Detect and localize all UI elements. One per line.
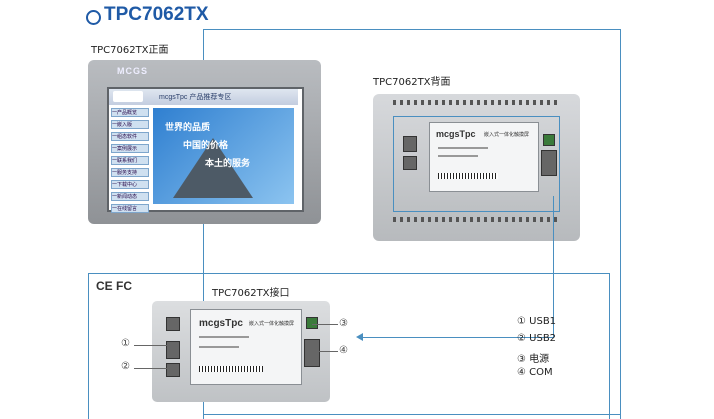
mountain-graphic <box>173 138 253 198</box>
title-bullet-icon <box>86 10 101 25</box>
certification-marks: CE FC <box>96 279 132 293</box>
callout-1: ① <box>121 338 130 349</box>
back-highlight-box <box>393 116 560 212</box>
side-menu-item: 一联系我们 <box>111 156 149 165</box>
callout-4: ④ <box>339 345 348 356</box>
legend-item-usb2: ② USB2 <box>517 333 556 344</box>
usb-port-icon <box>166 317 180 331</box>
nameplate-brand: mcgsTpc <box>199 318 243 329</box>
callout-3: ③ <box>339 318 348 329</box>
back-nameplate: mcgsTpc 嵌入式一体化触摸屏 <box>429 122 539 192</box>
side-menu-item: 一服务支持 <box>111 168 149 177</box>
screen-side-menu: 一产品概览 一嵌入版 一组态软件 一案例展示 一联系我们 一服务支持 一下载中心… <box>111 108 149 213</box>
side-menu-item: 一新闻动态 <box>111 192 149 201</box>
frame-line-right <box>620 29 621 419</box>
nameplate-line <box>199 336 249 338</box>
frame-line-lower-right <box>609 273 610 419</box>
power-connector-icon <box>306 317 318 329</box>
side-menu-item: 一在线留言 <box>111 204 149 213</box>
usb-port-icon <box>166 341 180 359</box>
barcode-icon <box>199 366 263 372</box>
screen-header: mcgsTpc 产品推荐专区 <box>109 89 298 105</box>
legend-item-usb1: ① USB1 <box>517 316 556 327</box>
legend-num: ② <box>517 333 526 344</box>
nameplate-subtitle: 嵌入式一体化触摸屏 <box>484 132 530 138</box>
front-screen: mcgsTpc 产品推荐专区 一产品概览 一嵌入版 一组态软件 一案例展示 一联… <box>107 87 304 213</box>
side-menu-item: 一产品概览 <box>111 108 149 117</box>
legend-num: ① <box>517 316 526 327</box>
legend-num: ③ <box>517 354 526 365</box>
nameplate-subtitle: 嵌入式一体化触摸屏 <box>249 321 295 327</box>
banner-text-3: 本土的服务 <box>205 159 251 169</box>
legend-item-power: ③ 电源 <box>517 350 549 365</box>
usb-port-icon <box>166 363 180 377</box>
callout-3-line <box>312 324 338 325</box>
power-connector-icon <box>543 134 555 146</box>
side-menu-item: 一案例展示 <box>111 144 149 153</box>
interface-label: TPC7062TX接口 <box>212 288 290 299</box>
frame-line-lower-left <box>88 273 89 419</box>
front-brand-logo: MCGS <box>117 66 148 76</box>
banner-text-2: 中国的价格 <box>183 141 229 151</box>
arrow-line-horizontal <box>362 337 554 338</box>
legend-num: ④ <box>517 367 526 378</box>
callout-1-line <box>134 345 168 346</box>
frame-line-left <box>203 29 204 61</box>
front-device: MCGS mcgsTpc 产品推荐专区 一产品概览 一嵌入版 一组态软件 一案例… <box>88 60 321 224</box>
legend-item-com: ④ COM <box>517 367 553 378</box>
legend-text: USB1 <box>529 316 557 327</box>
com-port-icon <box>304 339 320 367</box>
arrow-line-vertical <box>553 196 554 338</box>
nameplate-brand: mcgsTpc <box>436 129 476 139</box>
com-port-icon <box>541 150 557 176</box>
callout-4-line <box>312 351 338 352</box>
interface-nameplate: mcgsTpc 嵌入式一体化触摸屏 <box>190 309 302 385</box>
screen-header-text: mcgsTpc 产品推荐专区 <box>159 94 232 101</box>
nameplate-line <box>438 155 478 157</box>
callout-2: ② <box>121 361 130 372</box>
barcode-icon <box>438 173 498 179</box>
legend-text: 电源 <box>529 354 550 365</box>
back-label: TPC7062TX背面 <box>373 77 451 88</box>
top-vents <box>393 100 558 105</box>
frame-line-top <box>203 29 621 30</box>
bottom-vents <box>393 217 558 222</box>
screen-logo-icon <box>113 91 143 102</box>
banner-text-1: 世界的品质 <box>165 123 211 133</box>
side-menu-item: 一嵌入版 <box>111 120 149 129</box>
interface-device: mcgsTpc 嵌入式一体化触摸屏 <box>152 301 330 402</box>
arrow-head-icon <box>356 333 363 341</box>
usb-port-icon <box>403 156 417 170</box>
frame-line-bottom <box>203 414 621 415</box>
usb-port-icon <box>403 136 417 152</box>
back-device: mcgsTpc 嵌入式一体化触摸屏 <box>373 94 580 241</box>
page-title: TPC7062TX <box>104 4 209 25</box>
screen-banner-image: 世界的品质 中国的价格 本土的服务 <box>153 108 294 204</box>
callout-2-line <box>134 368 168 369</box>
legend-text: COM <box>529 367 553 378</box>
front-label: TPC7062TX正面 <box>91 45 169 56</box>
frame-line-lower-top <box>88 273 610 274</box>
nameplate-line <box>438 147 488 149</box>
nameplate-line <box>199 346 239 348</box>
side-menu-item: 一组态软件 <box>111 132 149 141</box>
side-menu-item: 一下载中心 <box>111 180 149 189</box>
legend-text: USB2 <box>529 333 557 344</box>
